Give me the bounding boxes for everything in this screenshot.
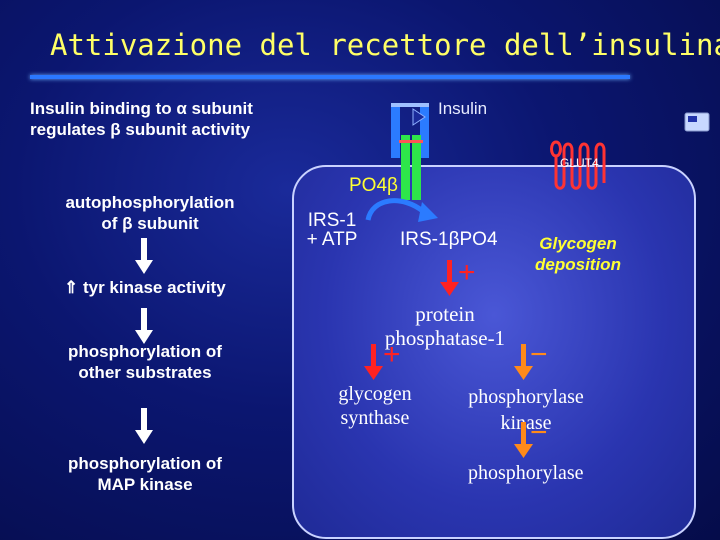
irs1-po4-label: IRS-1βPO4 — [400, 229, 498, 250]
glycogen-line-2: deposition — [535, 255, 621, 274]
step3-line-1: phosphorylation of — [68, 342, 222, 361]
insulin-label: Insulin — [438, 99, 488, 118]
phosphorylase-label: phosphorylase — [468, 462, 584, 484]
glycogen-line-1: Glycogen — [539, 234, 617, 253]
intro-line-1: Insulin binding to α subunit — [30, 99, 253, 118]
cell-compartment — [292, 165, 696, 539]
glycogen-synthase-label: glycogen synthase — [320, 382, 430, 430]
step-autophosphorylation: autophosphorylation of β subunit — [40, 192, 260, 234]
step1-line-1: autophosphorylation — [65, 193, 235, 212]
po4-beta-label: PO4β — [349, 175, 398, 196]
flow-arrow-3 — [135, 408, 153, 444]
orange-down-arrow-2 — [514, 422, 533, 458]
protein-phosphatase-label: protein phosphatase-1 — [365, 302, 525, 350]
glycogen-synthase-line-2: synthase — [340, 407, 410, 429]
insulin-receptor — [391, 103, 429, 200]
plus-sign-1: + — [458, 256, 476, 289]
flow-arrow-2 — [135, 308, 153, 344]
step-phosphorylation-map-kinase: phosphorylation of MAP kinase — [35, 453, 255, 495]
minus-sign-2: − — [530, 416, 548, 449]
curved-arrow — [365, 198, 438, 222]
phosphorylase-kinase-line-1: phosphorylase — [468, 386, 584, 408]
flow-arrow-1 — [135, 238, 153, 274]
irs1-line-1: IRS-1 — [307, 210, 357, 231]
glut4-label: GLUT4 — [560, 156, 599, 170]
glycogen-synthase-line-1: glycogen — [338, 383, 412, 405]
irs1-line-2: + ATP — [306, 229, 358, 250]
irs1-atp-label: IRS-1 + ATP — [292, 211, 372, 249]
protein-line-1: protein — [415, 302, 475, 326]
page-title: Attivazione del recettore dell’insulina — [50, 28, 720, 62]
step-tyr-kinase: ⇑ tyr kinase activity — [64, 278, 226, 297]
step-phosphorylation-substrates: phosphorylation of other substrates — [35, 341, 255, 383]
intro-line-2: regulates β subunit activity — [30, 120, 251, 139]
protein-line-2: phosphatase-1 — [384, 326, 506, 350]
plus-sign-2: + — [383, 338, 401, 371]
step4-line-2: MAP kinase — [97, 475, 193, 494]
red-down-arrow-2 — [364, 344, 383, 380]
title-underline — [30, 75, 630, 79]
step3-line-2: other substrates — [78, 363, 212, 382]
minus-sign-1: − — [530, 338, 548, 371]
intro-text: Insulin binding to α subunit regulates β… — [30, 98, 253, 140]
red-down-arrow-1 — [440, 260, 459, 296]
step1-line-2: of β subunit — [101, 214, 199, 233]
orange-down-arrow-1 — [514, 344, 533, 380]
glycogen-deposition: Glycogen deposition — [518, 233, 638, 275]
glut4-icon — [550, 140, 606, 190]
flow-arrows — [135, 238, 153, 444]
step4-line-1: phosphorylation of — [68, 454, 222, 473]
window-icon — [684, 112, 710, 132]
